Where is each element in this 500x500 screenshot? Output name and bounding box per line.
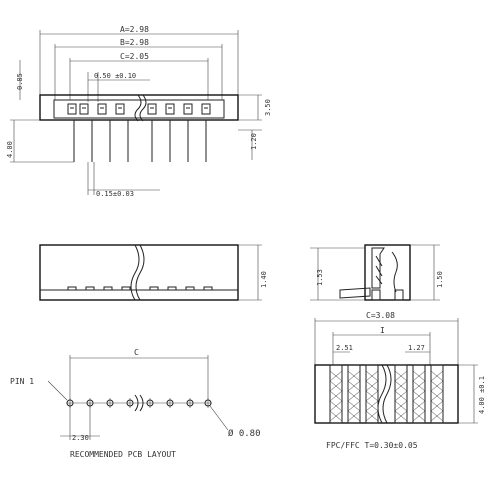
dim-front-height-label: 1.40 <box>260 271 268 288</box>
layout-caption: RECOMMENDED PCB LAYOUT <box>70 450 176 459</box>
fpc-i-label: I <box>380 326 385 335</box>
fpc-c-label: C=3.08 <box>366 311 395 320</box>
dim-height-left-label: 0.85 <box>16 73 24 90</box>
layout-holes <box>66 398 212 408</box>
fpc-caption: FPC/FFC T=0.30±0.05 <box>326 441 418 450</box>
dim-pin-width-label: 0.15±0.03 <box>96 190 134 198</box>
dim-pin-offset-label: 1.20 <box>250 133 258 150</box>
top-contacts <box>67 103 211 115</box>
dim-a-label: A=2.98 <box>120 25 149 34</box>
dim-pin-length-label: 4.00 <box>6 141 14 158</box>
fpc-traces <box>329 364 444 424</box>
fpc-left-label: 2.51 <box>336 344 353 352</box>
dim-side-right-label: 1.50 <box>436 271 444 288</box>
dim-side-left-label: 1.53 <box>316 269 324 286</box>
pin1-label: PIN 1 <box>10 377 34 386</box>
fpc-view: C=3.08 I 2.51 1.27 4.00 ±0.1 <box>314 311 486 450</box>
front-view: 1.40 <box>39 244 268 301</box>
hole-dia-label: Ø 0.80 <box>228 428 261 439</box>
dim-right-height-label: 3.50 <box>264 99 272 116</box>
dim-pitch-label: 0.50 ±0.10 <box>94 72 136 80</box>
fpc-height-label: 4.00 ±0.1 <box>478 376 486 414</box>
fpc-right-label: 1.27 <box>408 344 425 352</box>
top-pins <box>73 120 207 162</box>
dim-c-label: C=2.05 <box>120 52 149 61</box>
top-view: A=2.98 B=2.98 C=2.05 0.50 ±0.10 0.85 <box>6 25 272 198</box>
pad-offset-label: 2.30 <box>72 434 89 442</box>
layout-c-label: C <box>134 348 139 357</box>
side-view: 1.53 1.50 <box>310 244 444 301</box>
pcb-layout: C PIN 1 2.30 Ø 0.80 RECOMMENDED PCB LAYO… <box>10 348 261 459</box>
dim-b-label: B=2.98 <box>120 38 149 47</box>
